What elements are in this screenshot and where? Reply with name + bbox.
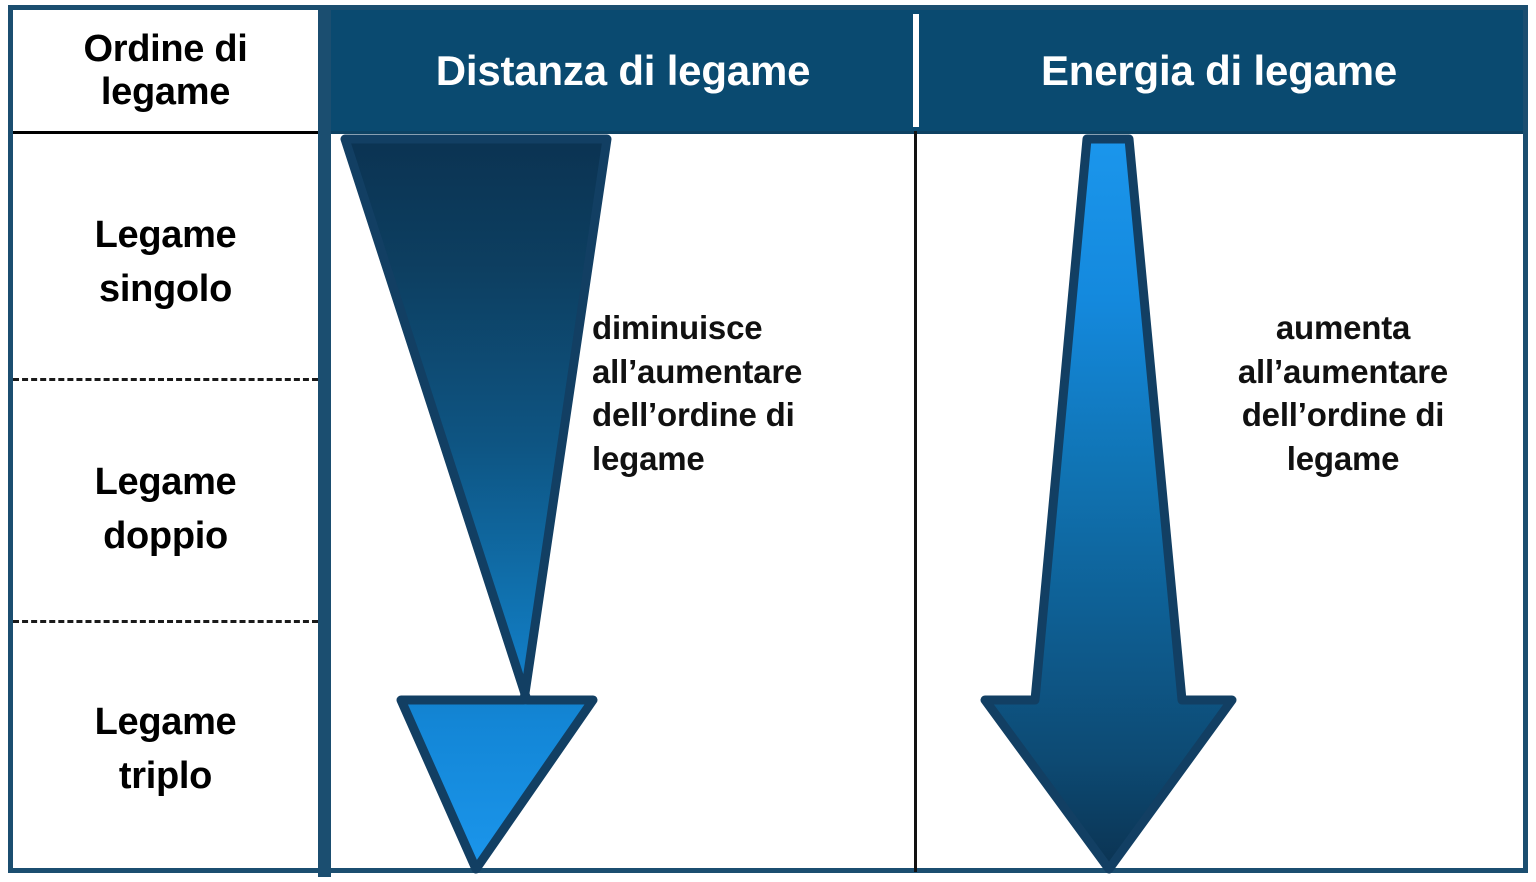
bond-order-row-single-label: Legame singolo bbox=[94, 214, 237, 310]
distanza-caption: diminuisce all’aumentare dell’ordine di … bbox=[592, 309, 803, 477]
distanza-arrow-panel bbox=[331, 134, 914, 874]
bond-order-column-header-label: Ordine di legame bbox=[83, 27, 248, 113]
widening-down-arrow-shape bbox=[980, 134, 1237, 874]
header-band-underline bbox=[331, 131, 1523, 134]
panel-vertical-divider bbox=[914, 131, 917, 872]
bond-order-row-double: Legame doppio bbox=[13, 389, 318, 631]
row-divider-single-double bbox=[13, 378, 318, 381]
bond-order-row-double-label: Legame doppio bbox=[94, 461, 237, 557]
outer-frame bbox=[8, 5, 1528, 873]
tapering-down-arrow-icon bbox=[340, 134, 612, 874]
panel-header-energia: Energia di legame bbox=[915, 10, 1523, 131]
energia-arrow-panel bbox=[917, 134, 1523, 874]
column-separator bbox=[318, 5, 331, 877]
bond-order-row-triple: Legame triplo bbox=[13, 631, 318, 868]
bond-order-row-single: Legame singolo bbox=[13, 137, 318, 389]
panel-header-distanza-label: Distanza di legame bbox=[435, 46, 811, 94]
bond-order-row-triple-label: Legame triplo bbox=[94, 700, 237, 797]
bond-order-column: Ordine di legame Legame singolo Legame d… bbox=[13, 10, 318, 868]
row-divider-double-triple bbox=[13, 620, 318, 623]
header-band-divider bbox=[913, 14, 919, 127]
bond-order-column-header: Ordine di legame bbox=[13, 10, 318, 134]
panel-header-energia-label: Energia di legame bbox=[1040, 46, 1398, 94]
widening-down-arrow-icon bbox=[980, 134, 1237, 874]
energia-caption: aumenta all’aumentare dell’ordine di leg… bbox=[1237, 309, 1449, 477]
panel-header-distanza: Distanza di legame bbox=[331, 10, 915, 131]
